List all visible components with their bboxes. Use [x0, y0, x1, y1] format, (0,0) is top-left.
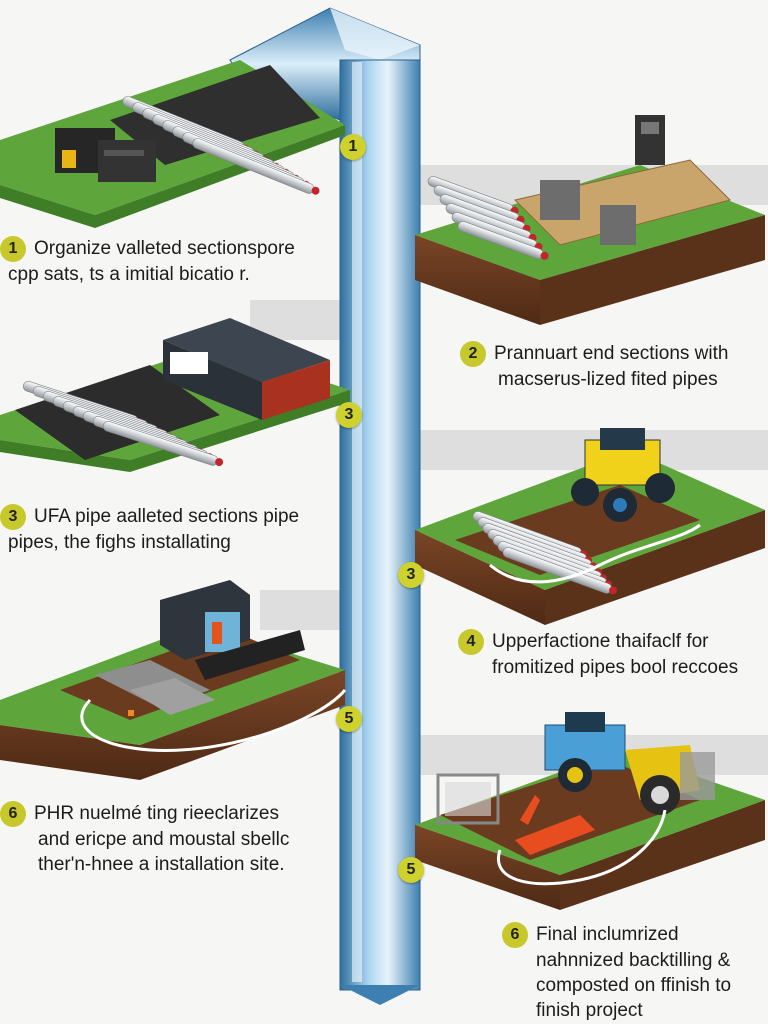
- pipe-badge-5: 5: [398, 857, 424, 883]
- step-text-5c: ther'n-hnee a installation site.: [38, 854, 285, 875]
- step-caption-4: 4 Upperfactione thaifaclf for fromitized …: [458, 629, 738, 680]
- platform-6: [415, 712, 765, 910]
- step-number-4: 4: [458, 629, 484, 655]
- step-text-6c: composted on ffinish to: [536, 975, 732, 996]
- step-text-4a: Upperfactione thaifaclf for: [492, 631, 709, 652]
- platform-3: [0, 318, 350, 472]
- step-text-1a: Organize valleted sectionspore: [34, 238, 295, 259]
- step-text-2b: macserus-lized fited pipes: [498, 369, 718, 390]
- step-text-6b: nahnnized backtilling &: [536, 950, 731, 971]
- step-text-3b: pipes, the fighs installating: [8, 532, 231, 553]
- step-number-5: 6: [0, 801, 26, 827]
- step-number-6: 6: [502, 922, 528, 948]
- step-number-3: 3: [0, 504, 26, 530]
- step-text-5b: and ericpe and moustal sbellc: [38, 829, 290, 850]
- platform-5: [0, 580, 347, 780]
- step-caption-2: 2 Prannuart end sections with macserus-li…: [460, 341, 728, 392]
- main-pipe: [229, 7, 421, 1005]
- pipe-cap: [215, 458, 224, 467]
- pipe-cap: [311, 186, 320, 195]
- pipe-badge-4: 5: [336, 706, 362, 732]
- step-caption-6: 6 Final inclumrized nahnnized backtilling…: [502, 922, 731, 1023]
- pipe-cap: [609, 586, 618, 595]
- step-text-5a: PHR nuelmé ting rieeclarizes: [34, 803, 279, 824]
- step-text-1b: cpp sats, ts a imitial bicatio r.: [8, 264, 250, 285]
- platform-4: [415, 428, 765, 625]
- step-caption-1: 1 Organize valleted sectionspore cpp sats…: [0, 236, 295, 287]
- step-caption-5: 6 PHR nuelmé ting rieeclarizes and ericpe…: [0, 801, 289, 877]
- step-text-6a: Final inclumrized: [536, 924, 679, 945]
- platform-1: [0, 60, 345, 228]
- pipe-cap: [540, 251, 549, 260]
- pipe-badge-1: 1: [340, 134, 366, 160]
- step-text-6d: finish project: [536, 1000, 643, 1021]
- step-text-4b: fromitized pipes bool reccoes: [492, 657, 739, 678]
- platform-2: [415, 115, 765, 325]
- step-text-3a: UFA pipe aalleted sections pipe: [34, 506, 300, 527]
- step-number-2: 2: [460, 341, 486, 367]
- pipe-badge-3: 3: [398, 562, 424, 588]
- step-number-1: 1: [0, 236, 26, 262]
- step-text-2a: Prannuart end sections with: [494, 343, 729, 364]
- pipe-badge-2: 3: [336, 402, 362, 428]
- step-caption-3: 3 UFA pipe aalleted sections pipe pipes, …: [0, 504, 299, 555]
